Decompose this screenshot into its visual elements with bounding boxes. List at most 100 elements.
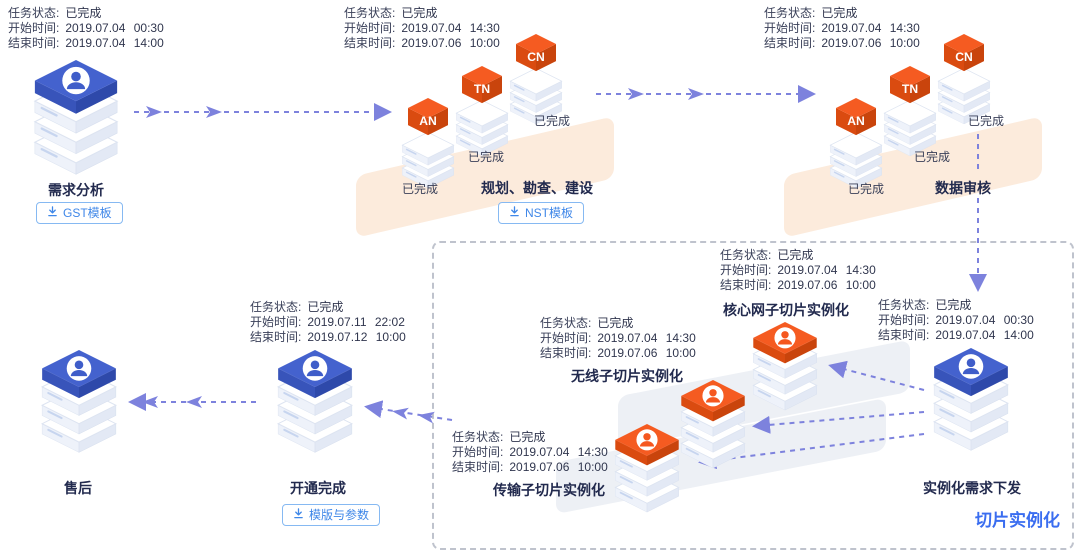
end-row: 结束时间:2019.07.06 10:00 <box>540 346 696 361</box>
start-row: 开始时间: 2019.07.04 14:30 <box>764 21 920 36</box>
status-value: 已完成 <box>777 248 814 262</box>
status-value: 已完成 <box>821 6 858 20</box>
status-label: 任务状态: <box>344 6 396 20</box>
end-row: 结束时间: 2019.07.06 10:00 <box>452 460 608 475</box>
end-row: 结束时间: 2019.07.06 10:00 <box>764 36 920 51</box>
server-icon-planning-cn[interactable]: CN <box>506 34 566 124</box>
end-row: 结束时间: 2019.07.04 14:00 <box>878 328 1034 343</box>
start-row: 开始时间: 2019.07.04 00:30 <box>878 313 1034 328</box>
end-row: 结束时间: 2019.07.04 14:00 <box>8 36 164 51</box>
start-value: 2019.07.04 14:30 <box>821 21 920 35</box>
end-value: 2019.07.04 14:00 <box>935 328 1034 342</box>
node-title-wireless: 无线子切片实例化 <box>571 368 683 384</box>
start-row: 开始时间:2019.07.04 14:30 <box>720 263 876 278</box>
svg-text:CN: CN <box>955 50 973 64</box>
done-badge-planning-cn: 已完成 <box>534 114 571 128</box>
end-label: 结束时间: <box>250 330 302 344</box>
server-icon-dispatch[interactable] <box>928 348 1014 452</box>
end-value: 2019.07.04 14:00 <box>65 36 164 50</box>
server-icon-review-cn[interactable]: CN <box>934 34 994 124</box>
done-badge-review-an: 已完成 <box>848 182 885 196</box>
status-value: 已完成 <box>935 298 972 312</box>
end-value: 2019.07.06 10:00 <box>597 346 696 360</box>
start-label: 开始时间: <box>250 315 302 329</box>
task-info-wireless: 任务状态: 已完成 开始时间: 2019.07.04 14:30 结束时间:2019… <box>540 316 696 361</box>
arrow-darts <box>142 88 704 424</box>
arrow-dispatch-to-transport <box>698 433 925 470</box>
start-value: 2019.07.04 14:30 <box>401 21 500 35</box>
server-icon-demand[interactable] <box>28 60 124 177</box>
end-value: 2019.07.06 10:00 <box>821 36 920 50</box>
end-label: 结束时间: <box>764 36 816 50</box>
download-icon <box>509 206 520 220</box>
status-row: 任务状态: 已完成 <box>720 248 876 263</box>
server-icon-core-slice[interactable] <box>748 322 822 412</box>
svg-text:AN: AN <box>419 114 437 128</box>
start-value: 2019.07.04 14:30 <box>509 445 608 459</box>
done-badge-planning-an: 已完成 <box>402 182 439 196</box>
status-row: 任务状态: 已完成 <box>540 316 696 331</box>
arrow-dispatch-to-core <box>828 360 925 391</box>
start-row: 开始时间: 2019.07.04 14:30 <box>344 21 500 36</box>
task-info-review: 任务状态: 已完成 开始时间: 2019.07.04 14:30 结束时间: 2019… <box>764 6 920 51</box>
server-icon-review-tn[interactable]: TN <box>880 66 940 156</box>
status-row: 任务状态:已完成 <box>8 6 164 21</box>
end-label: 结束时间: <box>8 36 60 50</box>
download-icon <box>293 508 304 522</box>
server-icon-wireless-slice[interactable] <box>676 380 750 470</box>
nst-template-button[interactable]: NST模板 <box>498 202 585 224</box>
server-icon-transport-slice[interactable] <box>610 424 684 514</box>
button-label: 模版与参数 <box>309 508 370 522</box>
start-label: 开始时间: <box>540 331 592 345</box>
server-icon-planning-an[interactable]: AN <box>398 98 458 188</box>
server-icon-planning-tn[interactable]: TN <box>452 66 512 156</box>
status-label: 任务状态: <box>878 298 930 312</box>
node-title-planning: 规划、勘查、建设 <box>481 180 593 196</box>
node-title-core: 核心网子切片实例化 <box>723 302 849 318</box>
start-label: 开始时间: <box>344 21 396 35</box>
task-info-dispatch: 任务状态: 已完成 开始时间: 2019.07.04 00:30 结束时间: 2019… <box>878 298 1034 343</box>
start-value: 2019.07.04 00:30 <box>65 21 164 35</box>
template-params-button[interactable]: 模版与参数 <box>282 504 381 526</box>
end-label: 结束时间: <box>452 460 504 474</box>
start-label: 开始时间: <box>8 21 60 35</box>
start-label: 开始时间: <box>878 313 930 327</box>
node-title-demand: 需求分析 <box>48 182 104 198</box>
gst-template-button[interactable]: GST模板 <box>36 202 123 224</box>
node-title-review: 数据审核 <box>935 180 991 196</box>
status-row: 任务状态: 已完成 <box>878 298 1034 313</box>
start-value: 2019.07.04 14:30 <box>777 263 876 277</box>
end-row: 结束时间:2019.07.12 10:00 <box>250 330 406 345</box>
start-value: 2019.07.04 14:30 <box>597 331 696 345</box>
node-title-transport: 传输子切片实例化 <box>493 482 605 498</box>
end-row: 结束时间:2019.07.06 10:00 <box>720 278 876 293</box>
end-label: 结束时间: <box>878 328 930 342</box>
server-icon-review-an[interactable]: AN <box>826 98 886 188</box>
start-row: 开始时间:2019.07.11 22:02 <box>250 315 406 330</box>
end-value: 2019.07.06 10:00 <box>509 460 608 474</box>
done-badge-review-tn: 已完成 <box>914 150 951 164</box>
server-icon-activation[interactable] <box>272 350 358 454</box>
status-label: 任务状态: <box>764 6 816 20</box>
button-label: NST模板 <box>525 206 574 220</box>
start-value: 2019.07.04 00:30 <box>935 313 1034 327</box>
status-row: 任务状态:已完成 <box>452 430 608 445</box>
server-icon-aftersales[interactable] <box>36 350 122 454</box>
task-info-activation: 任务状态:已完成 开始时间:2019.07.11 22:02 结束时间:2019… <box>250 300 406 345</box>
status-label: 任务状态: <box>540 316 592 330</box>
end-row: 结束时间:2019.07.06 10:00 <box>344 36 500 51</box>
status-row: 任务状态:已完成 <box>344 6 500 21</box>
svg-text:AN: AN <box>847 114 865 128</box>
status-value: 已完成 <box>509 430 546 444</box>
node-title-aftersales: 售后 <box>64 480 92 496</box>
end-value: 2019.07.06 10:00 <box>401 36 500 50</box>
start-label: 开始时间: <box>764 21 816 35</box>
status-value: 已完成 <box>597 316 634 330</box>
task-info-core: 任务状态: 已完成 开始时间:2019.07.04 14:30 结束时间:2019… <box>720 248 876 293</box>
start-row: 开始时间: 2019.07.04 14:30 <box>540 331 696 346</box>
node-title-dispatch: 实例化需求下发 <box>923 480 1021 496</box>
arrow-slices-to-activation <box>364 400 453 421</box>
status-label: 任务状态: <box>720 248 772 262</box>
start-row: 开始时间: 2019.07.04 00:30 <box>8 21 164 36</box>
